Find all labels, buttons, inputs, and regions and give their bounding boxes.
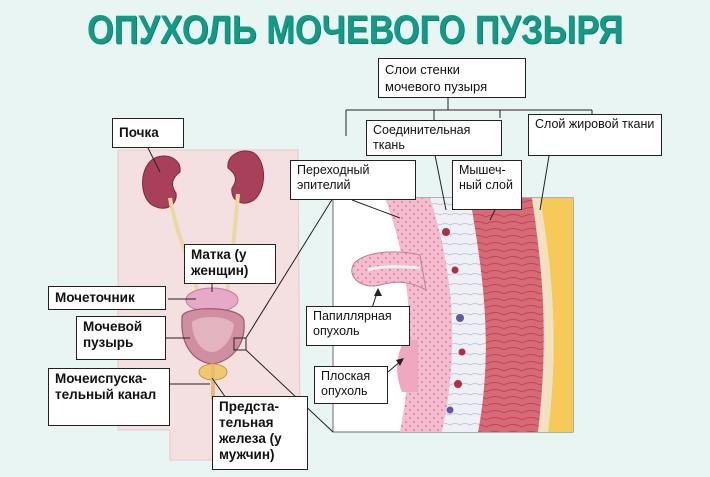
ureter-left — [168, 197, 202, 301]
label-muscle-layer: Мышеч-ный слой — [452, 160, 522, 210]
label-ureter: Мочеточник — [48, 286, 166, 310]
label-kidney: Почка — [112, 118, 184, 148]
papillary-tumor-shape — [351, 251, 427, 291]
kidney-right — [227, 150, 264, 204]
label-transitional-epithelium: Переходный эпителий — [290, 160, 416, 200]
wall-layers-illustration — [351, 198, 573, 432]
label-wall-layers: Слои стенки мочевого пузыря — [378, 58, 526, 98]
label-uterus: Матка (у женщин) — [184, 244, 276, 284]
leader-lines — [147, 98, 593, 399]
page-title: ОПУХОЛЬ МОЧЕВОГО ПУЗЫРЯ — [86, 8, 624, 52]
kidney-left — [142, 155, 181, 209]
label-prostate: Предста-тельная железа (у мужчин) — [212, 396, 308, 470]
flat-tumor-shape — [397, 340, 418, 392]
label-flat-tumor: Плоская опухоль — [314, 366, 388, 404]
label-urethra: Мочеиспуска-тельный канал — [48, 368, 170, 426]
label-connective-tissue: Соединительная ткань — [366, 120, 502, 156]
zoom-source-square — [233, 337, 247, 351]
label-fat-layer: Слой жировой ткани — [528, 114, 662, 156]
label-papillary-tumor: Папиллярная опухоль — [306, 306, 410, 346]
label-bladder: Мочевой пузырь — [76, 316, 166, 360]
